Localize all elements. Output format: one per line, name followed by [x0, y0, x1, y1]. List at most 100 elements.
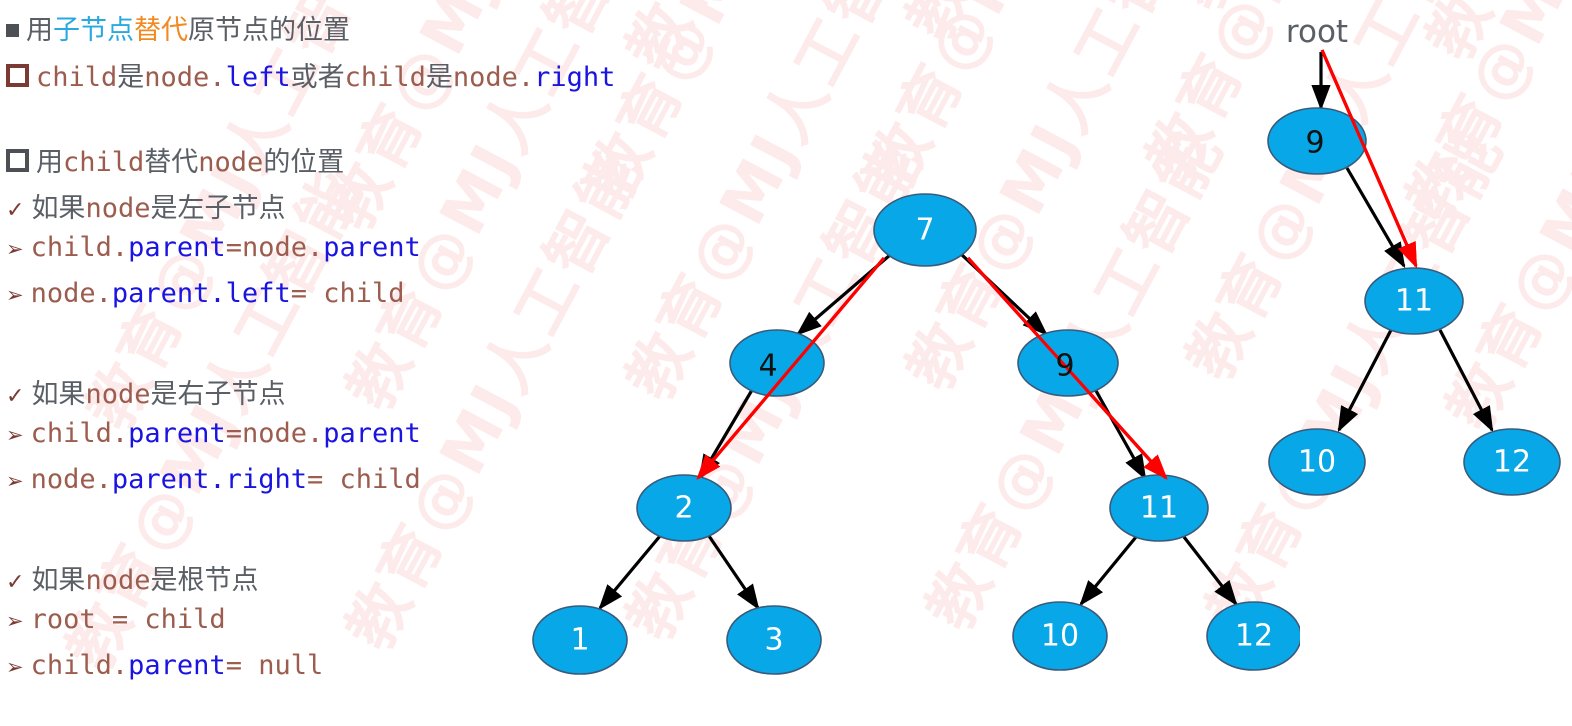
text-run: = null	[225, 650, 324, 681]
bullet-checkmark-icon: ✓	[6, 383, 25, 408]
tree-node-2	[636, 474, 732, 542]
text-run: 如果	[31, 193, 86, 224]
tree-node-label-12: 12	[1493, 445, 1531, 480]
tree-node-4	[729, 329, 825, 397]
tree-node-label-11: 11	[1395, 284, 1433, 319]
bullet-arrow-icon: ➢	[6, 284, 24, 307]
tree-highlight-edges-top	[696, 256, 1168, 480]
bullet-line-l8: ➢ node.parent.right = child	[6, 464, 421, 495]
tree-node-9	[1017, 329, 1119, 397]
text-run: 或者	[290, 62, 345, 93]
tree-node-3	[726, 605, 822, 675]
text-run: node.	[241, 232, 324, 263]
text-run: child	[344, 62, 426, 93]
text-run: parent	[128, 232, 226, 263]
bullet-line-l4: ➢child.parent = node.parent	[6, 232, 421, 263]
root-tree-node-overlabels: 9	[1305, 126, 1324, 161]
text-run: child	[63, 147, 145, 178]
tree-node-label-10: 10	[1041, 619, 1079, 654]
text-run: child	[36, 62, 118, 93]
edge-11-12	[1182, 536, 1238, 607]
text-run: 如果	[31, 565, 86, 596]
text-run: left	[225, 62, 291, 93]
edge-highlight-7-11	[966, 256, 1168, 480]
text-run: node	[85, 193, 151, 224]
edge-9-11	[1093, 388, 1147, 481]
edge-11-10	[1337, 329, 1393, 433]
root-tree-nodes: 11 10 12	[1267, 107, 1561, 496]
bullet-line-l6: ✓如果 node 是右子节点	[6, 372, 285, 411]
bullet-arrow-icon: ➢	[6, 238, 24, 261]
bullet-arrow-icon: ➢	[6, 424, 24, 447]
bullet-arrow-icon: ➢	[6, 610, 24, 633]
edge-highlight-7-2	[696, 256, 886, 480]
tree-node-12	[1206, 601, 1300, 671]
tree-edges	[598, 253, 1238, 611]
edge-highlight-root-11	[1320, 49, 1418, 269]
tree-node-7	[873, 193, 977, 267]
text-run: 是	[425, 62, 453, 93]
tree-node-9	[1267, 107, 1367, 175]
tree-node-label-7: 7	[915, 213, 934, 248]
bullet-line-l5: ➢node.parent.left = child	[6, 278, 405, 309]
edge-11-10	[1079, 535, 1138, 606]
text-run: node	[198, 147, 264, 178]
bullet-line-l9: ✓如果 node 是根节点	[6, 558, 258, 597]
text-run: = child	[290, 278, 405, 309]
text-run: parent	[323, 418, 421, 449]
bullet-hollow-square-gray-icon	[6, 149, 29, 172]
text-run: node.	[30, 464, 112, 495]
text-run: =	[225, 418, 242, 449]
text-run: parent	[323, 232, 421, 263]
text-run: parent.right	[111, 464, 307, 495]
edge-9-11	[1345, 167, 1406, 269]
text-run: 是根节点	[150, 565, 259, 596]
bullet-arrow-icon: ➢	[6, 656, 24, 679]
bullet-line-l10: ➢ root = child	[6, 604, 226, 635]
tree-node-label-10: 10	[1298, 445, 1336, 480]
text-run: node	[85, 379, 151, 410]
tree-node-label-12: 12	[1235, 619, 1273, 654]
tree-node-label-3: 3	[764, 623, 783, 658]
text-run: 是左子节点	[150, 193, 286, 224]
tree-node-label-9: 9	[1055, 349, 1074, 384]
text-run: 是	[117, 62, 145, 93]
text-run: parent	[128, 650, 226, 681]
text-run: 子节点	[53, 15, 134, 46]
text-run: node.	[30, 278, 112, 309]
bullet-hollow-square-red-icon	[6, 64, 29, 87]
text-run: parent	[128, 418, 226, 449]
text-run: 原节点的位置	[188, 15, 350, 46]
tree-node-10	[1012, 601, 1108, 671]
tree-node-1	[532, 605, 628, 675]
text-run: node	[85, 565, 151, 596]
edge-2-3	[707, 535, 760, 611]
text-run: 如果	[31, 379, 86, 410]
bullet-filled-square-icon	[6, 24, 19, 37]
bullet-line-l2: 用 child 替代 node 的位置	[6, 140, 344, 179]
tree-node-label-11: 11	[1140, 491, 1178, 526]
slide-title-line: 用子节点替代原节点的位置	[6, 8, 350, 47]
root-label: root	[1286, 14, 1348, 50]
text-run: = child	[306, 464, 421, 495]
text-run: 用	[36, 147, 63, 178]
text-run: 替代	[144, 147, 199, 178]
binary-tree-root-case-diagram: 11 10 12 9 root	[1267, 14, 1561, 496]
bullet-checkmark-icon: ✓	[6, 569, 25, 594]
text-run: root = child	[30, 604, 226, 635]
text-run: right	[534, 62, 616, 93]
bullet-arrow-icon: ➢	[6, 470, 24, 493]
tree-node-12	[1463, 428, 1561, 496]
text-run: node.	[144, 62, 226, 93]
text-run: 的位置	[263, 147, 345, 178]
text-run: child.	[30, 232, 129, 263]
text-run: 是右子节点	[150, 379, 286, 410]
tree-node-label-4: 4	[758, 349, 777, 384]
text-run: node.	[452, 62, 535, 93]
edge-2-1	[598, 534, 662, 610]
root-tree-edges	[1311, 52, 1494, 433]
